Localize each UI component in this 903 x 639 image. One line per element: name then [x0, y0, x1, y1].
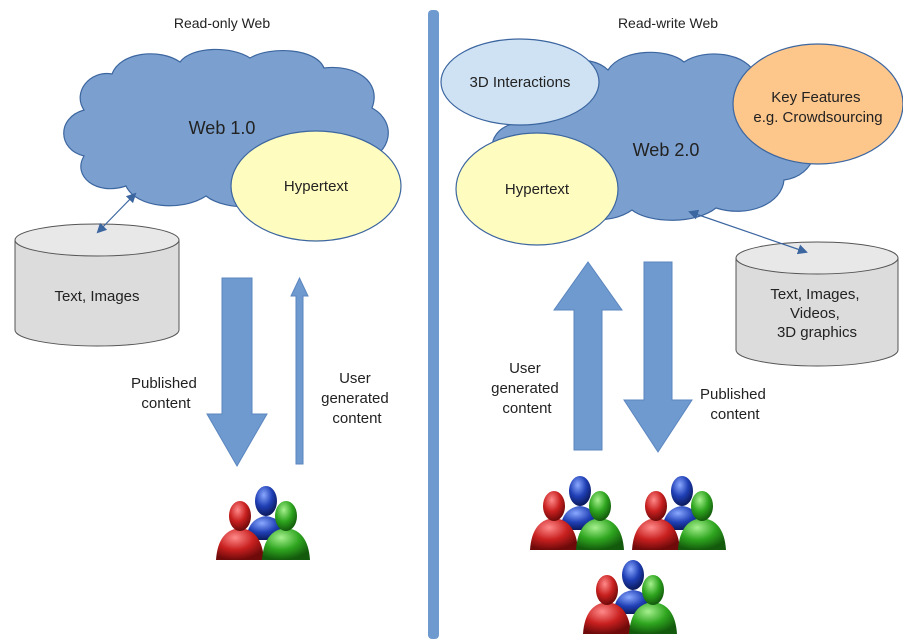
- right-database-body: [735, 258, 899, 367]
- left-database-label: Text, Images: [54, 288, 139, 305]
- left-user-generated-arrow: [290, 276, 309, 465]
- users-group-icon: [530, 476, 624, 550]
- right-database-label: Text, Images, Videos, 3D graphics: [770, 286, 863, 341]
- right-db-link-arrow: [688, 209, 808, 255]
- users-group-icon: [583, 560, 677, 634]
- key-features-ellipse: [732, 43, 903, 165]
- key-features-label: Key Features e.g. Crowdsourcing: [753, 89, 882, 126]
- interactions-label: 3D Interactions: [470, 74, 571, 91]
- users-group-icon: [632, 476, 726, 550]
- right-panel-title: Read-write Web: [618, 15, 718, 31]
- right-database-top: [735, 241, 899, 275]
- right-hypertext-ellipse: [455, 132, 619, 246]
- left-published-arrow: [206, 277, 268, 468]
- right-user-generated-label: User generated content: [491, 360, 563, 417]
- left-panel: Read-only Web Web 1.0 Hypertext Text, Im…: [14, 15, 402, 560]
- left-database-top: [14, 223, 180, 257]
- left-user-generated-label: User generated content: [321, 370, 393, 427]
- right-published-arrow: [623, 261, 693, 453]
- left-hypertext-ellipse: [230, 130, 402, 242]
- left-db-link-arrow: [96, 192, 137, 234]
- right-panel: Read-write Web Web 2.0 3D Interactions K…: [440, 15, 903, 634]
- right-published-label: Published content: [700, 386, 770, 423]
- left-database-body: [14, 240, 180, 347]
- web-1-label: Web 1.0: [189, 118, 256, 138]
- right-hypertext-label: Hypertext: [505, 181, 570, 198]
- users-group-icon: [216, 486, 310, 560]
- web-2-label: Web 2.0: [633, 140, 700, 160]
- left-hypertext-label: Hypertext: [284, 178, 349, 195]
- left-published-label: Published content: [131, 375, 201, 412]
- panel-divider: [428, 10, 439, 639]
- interactions-ellipse: [440, 38, 600, 126]
- left-panel-title: Read-only Web: [174, 15, 270, 31]
- right-user-generated-arrow: [553, 261, 623, 451]
